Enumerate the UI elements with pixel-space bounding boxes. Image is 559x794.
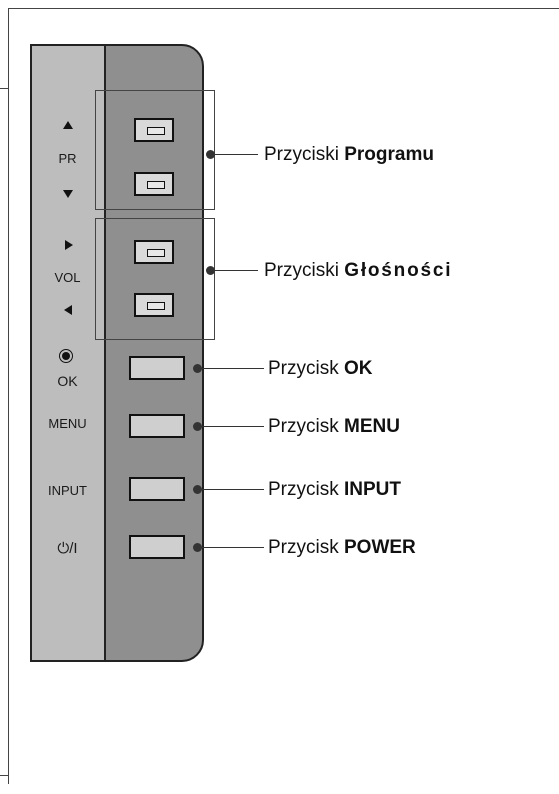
volume-callout-bold: Głośności: [344, 260, 453, 281]
power-label: ⏻/I: [57, 540, 78, 557]
volume-leader-dot: [206, 266, 215, 275]
menu-callout-prefix: Przycisk: [268, 416, 344, 437]
frame-tick-top: [0, 88, 9, 89]
ok-leader-line: [200, 368, 264, 369]
menu-callout-bold: MENU: [344, 416, 400, 437]
program-group-box: [95, 90, 215, 210]
volume-up-icon: [65, 240, 73, 250]
power-button[interactable]: [129, 535, 185, 559]
program-leader-line: [212, 154, 258, 155]
panel-button-strip: [104, 44, 204, 662]
frame-tick-bottom: [0, 775, 9, 776]
program-up-button[interactable]: [134, 118, 174, 142]
ok-leader-dot: [193, 364, 202, 373]
program-callout-prefix: Przyciski: [264, 144, 345, 165]
program-up-icon: [63, 121, 73, 129]
input-label: INPUT: [48, 483, 87, 498]
menu-leader-line: [200, 426, 264, 427]
input-leader-dot: [193, 485, 202, 494]
ok-callout: Przycisk OK: [268, 358, 373, 380]
power-callout-prefix: Przycisk: [268, 537, 344, 558]
program-callout-bold: Programu: [344, 144, 434, 165]
menu-button[interactable]: [129, 414, 185, 438]
power-callout: Przycisk POWER: [268, 537, 416, 559]
volume-callout: Przyciski Głośności: [264, 260, 452, 282]
volume-down-button[interactable]: [134, 293, 174, 317]
input-button[interactable]: [129, 477, 185, 501]
menu-leader-dot: [193, 422, 202, 431]
frame-left-line: [8, 8, 9, 784]
power-leader-dot: [193, 543, 202, 552]
menu-label: MENU: [48, 416, 87, 431]
input-callout: Przycisk INPUT: [268, 479, 401, 501]
program-leader-dot: [206, 150, 215, 159]
ok-callout-bold: OK: [344, 358, 373, 379]
program-down-button[interactable]: [134, 172, 174, 196]
volume-callout-prefix: Przyciski: [264, 260, 345, 281]
ok-button[interactable]: [129, 356, 185, 380]
program-down-icon: [63, 190, 73, 198]
input-callout-prefix: Przycisk: [268, 479, 344, 500]
pr-label: PR: [58, 151, 77, 166]
volume-leader-line: [212, 270, 258, 271]
power-leader-line: [200, 547, 264, 548]
ok-indicator-icon: [59, 349, 73, 363]
volume-up-button[interactable]: [134, 240, 174, 264]
volume-down-icon: [64, 305, 72, 315]
vol-label: VOL: [54, 270, 81, 285]
ok-callout-prefix: Przycisk: [268, 358, 344, 379]
volume-group-box: [95, 218, 215, 340]
menu-callout: Przycisk MENU: [268, 416, 400, 438]
ok-label: OK: [57, 373, 78, 389]
frame-top-line: [8, 8, 559, 9]
power-callout-bold: POWER: [344, 537, 416, 558]
program-callout: Przyciski Programu: [264, 144, 434, 166]
input-leader-line: [200, 489, 264, 490]
input-callout-bold: INPUT: [344, 479, 401, 500]
